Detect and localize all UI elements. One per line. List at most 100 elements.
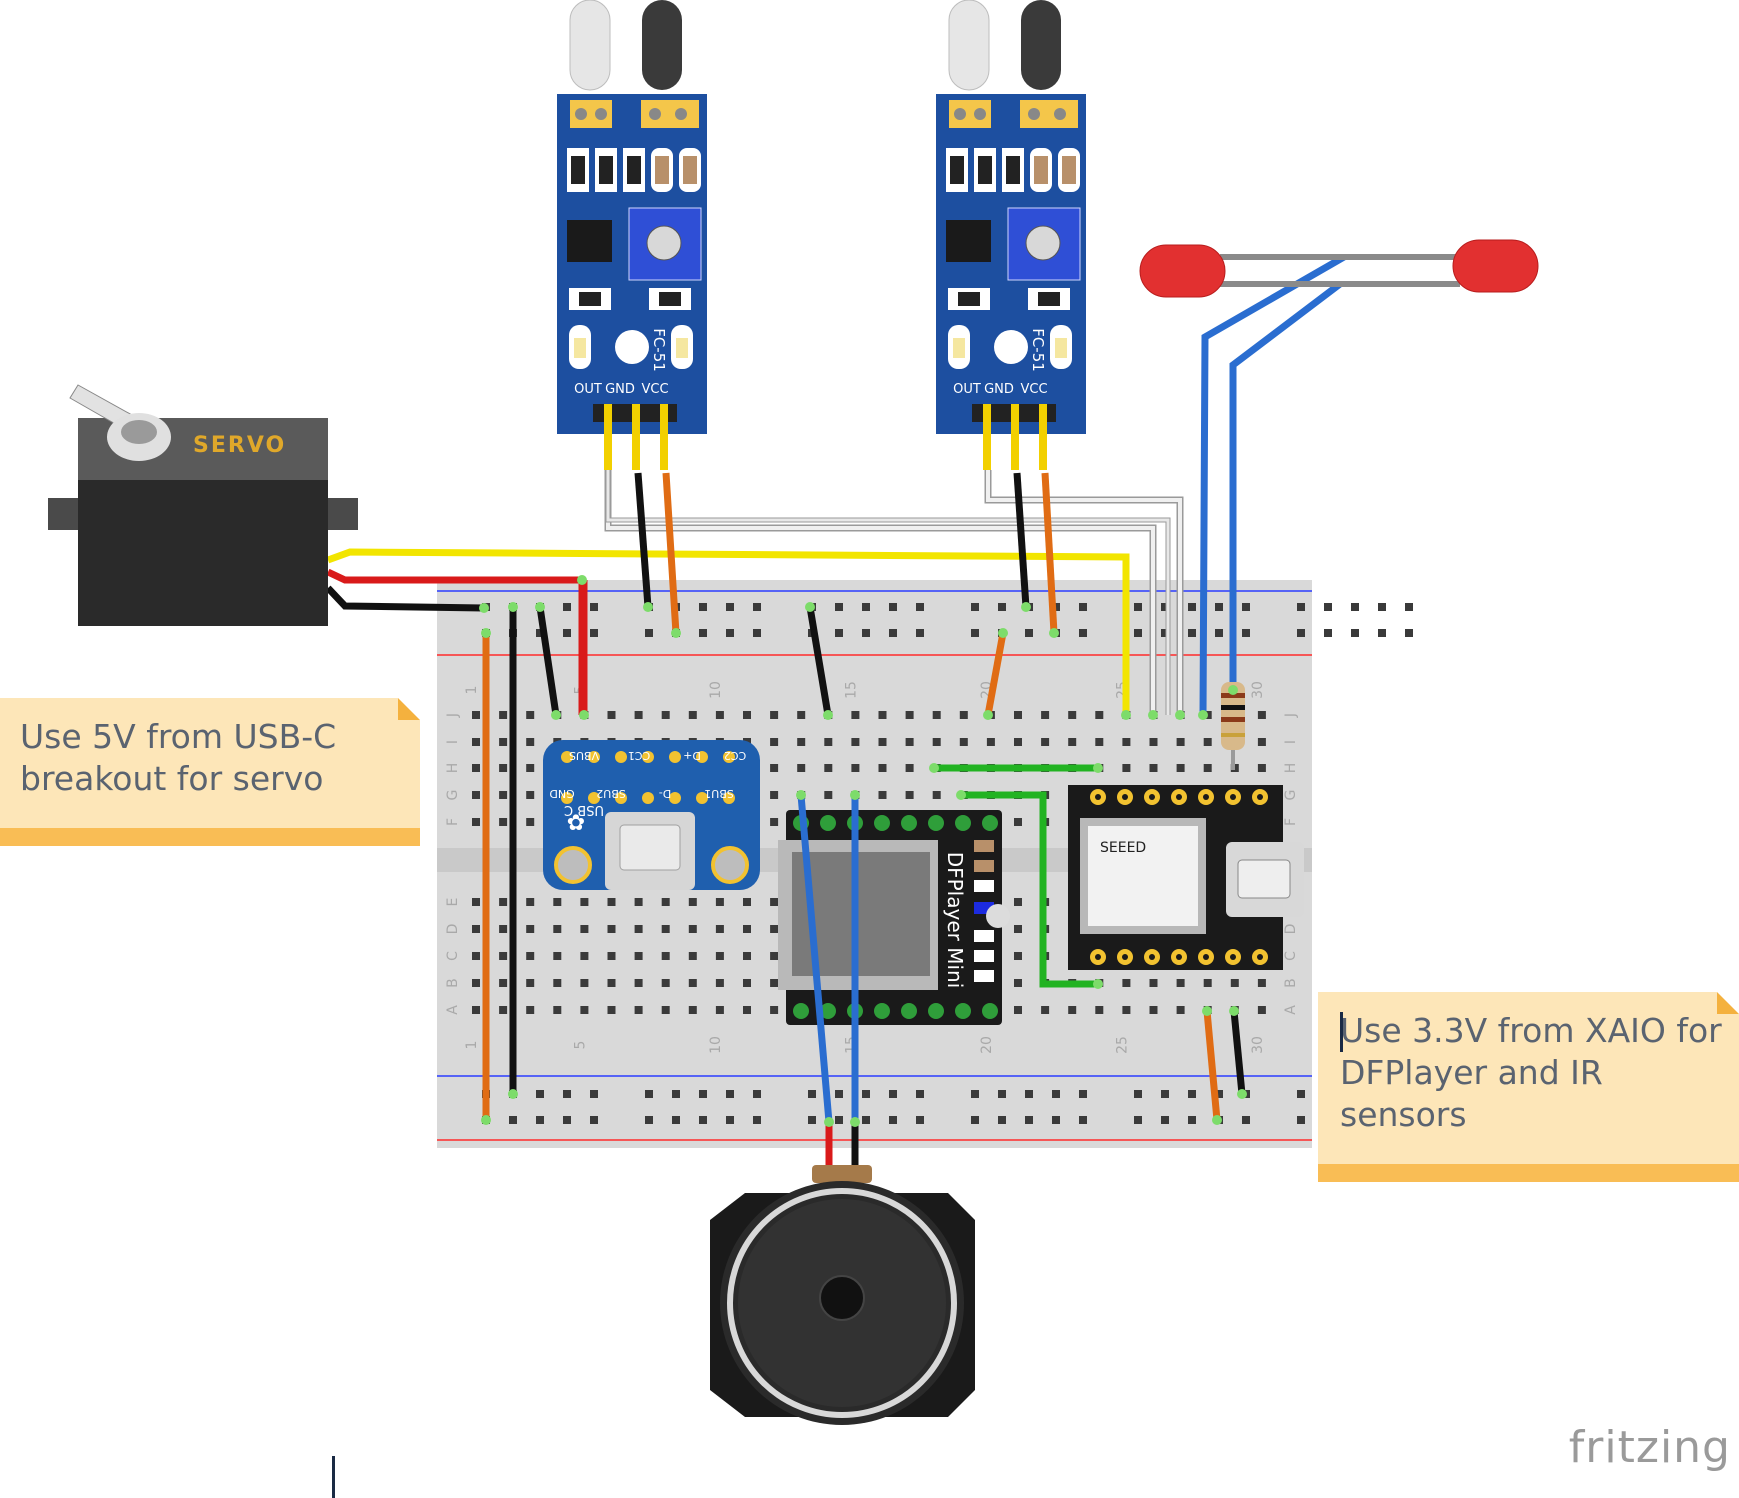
power-rail-hole[interactable]: [1134, 1090, 1142, 1098]
breadboard-hole[interactable]: [770, 711, 779, 719]
breadboard-hole[interactable]: [472, 738, 480, 746]
breadboard-hole[interactable]: [1122, 764, 1131, 772]
power-rail-hole[interactable]: [726, 1116, 734, 1124]
breadboard-hole[interactable]: [770, 818, 779, 826]
breadboard-hole[interactable]: [1068, 711, 1077, 719]
note-dfplayer-power[interactable]: Use 3.3V from XAIO for DFPlayer and IR s…: [1318, 992, 1739, 1182]
breadboard-hole[interactable]: [1149, 764, 1158, 772]
power-rail-hole[interactable]: [889, 629, 897, 637]
power-rail-hole[interactable]: [1134, 603, 1142, 611]
power-rail-hole[interactable]: [862, 603, 870, 611]
breadboard-hole[interactable]: [607, 711, 616, 719]
breadboard-hole[interactable]: [661, 979, 670, 987]
power-rail-hole[interactable]: [916, 1116, 924, 1124]
power-rail-hole[interactable]: [862, 629, 870, 637]
breadboard-hole[interactable]: [878, 711, 887, 719]
power-rail-hole[interactable]: [1188, 629, 1196, 637]
breadboard-hole[interactable]: [932, 738, 941, 746]
breadboard-hole[interactable]: [715, 952, 724, 960]
power-rail-hole[interactable]: [590, 603, 598, 611]
power-rail-hole[interactable]: [753, 603, 761, 611]
breadboard-hole[interactable]: [905, 764, 914, 772]
breadboard-hole[interactable]: [526, 738, 535, 746]
breadboard-hole[interactable]: [878, 791, 887, 799]
power-rail-hole[interactable]: [1378, 629, 1386, 637]
power-rail-hole[interactable]: [1025, 1116, 1033, 1124]
breadboard-hole[interactable]: [1014, 1006, 1022, 1014]
breadboard-hole[interactable]: [1257, 764, 1266, 772]
breadboard-hole[interactable]: [1149, 979, 1158, 987]
power-rail-hole[interactable]: [916, 603, 924, 611]
power-rail-hole[interactable]: [645, 1090, 653, 1098]
power-rail-hole[interactable]: [753, 1116, 761, 1124]
power-rail-hole[interactable]: [699, 1090, 707, 1098]
power-rail-hole[interactable]: [835, 603, 843, 611]
breadboard-hole[interactable]: [1041, 1006, 1050, 1014]
breadboard-hole[interactable]: [878, 738, 887, 746]
power-rail-hole[interactable]: [1324, 603, 1332, 611]
power-rail-hole[interactable]: [699, 629, 707, 637]
breadboard-hole[interactable]: [986, 738, 995, 746]
power-rail-hole[interactable]: [1324, 629, 1332, 637]
power-rail-hole[interactable]: [1351, 603, 1359, 611]
power-rail-hole[interactable]: [916, 629, 924, 637]
breadboard-hole[interactable]: [688, 979, 697, 987]
breadboard-hole[interactable]: [743, 979, 751, 987]
power-rail-hole[interactable]: [509, 1116, 517, 1124]
breadboard-hole[interactable]: [1014, 979, 1022, 987]
breadboard-hole[interactable]: [526, 818, 535, 826]
breadboard-hole[interactable]: [797, 764, 806, 772]
power-rail-hole[interactable]: [536, 629, 544, 637]
breadboard-hole[interactable]: [1095, 738, 1104, 746]
power-rail-hole[interactable]: [1242, 629, 1250, 637]
power-rail-hole[interactable]: [1161, 603, 1169, 611]
breadboard-hole[interactable]: [472, 1006, 480, 1014]
power-rail-hole[interactable]: [1079, 1116, 1087, 1124]
power-rail-hole[interactable]: [726, 1090, 734, 1098]
breadboard-hole[interactable]: [526, 898, 535, 906]
breadboard-hole[interactable]: [553, 898, 562, 906]
breadboard-hole[interactable]: [959, 738, 968, 746]
breadboard-hole[interactable]: [580, 898, 589, 906]
breadboard-hole[interactable]: [688, 711, 697, 719]
breadboard-hole[interactable]: [499, 952, 508, 960]
breadboard-hole[interactable]: [553, 1006, 562, 1014]
breadboard-hole[interactable]: [1014, 738, 1022, 746]
breadboard-hole[interactable]: [743, 898, 751, 906]
power-rail-hole[interactable]: [971, 1090, 979, 1098]
power-rail-hole[interactable]: [1079, 1090, 1087, 1098]
power-rail-hole[interactable]: [1405, 629, 1413, 637]
breadboard-hole[interactable]: [1149, 1006, 1158, 1014]
breadboard-hole[interactable]: [715, 898, 724, 906]
breadboard-hole[interactable]: [770, 952, 779, 960]
power-rail-hole[interactable]: [1188, 603, 1196, 611]
power-rail-hole[interactable]: [1405, 603, 1413, 611]
breadboard-hole[interactable]: [634, 925, 643, 933]
power-rail-hole[interactable]: [1297, 1116, 1305, 1124]
breadboard-hole[interactable]: [661, 711, 670, 719]
breadboard-hole[interactable]: [607, 898, 616, 906]
power-rail-hole[interactable]: [563, 1116, 571, 1124]
power-rail-hole[interactable]: [536, 1116, 544, 1124]
breadboard-hole[interactable]: [770, 898, 779, 906]
breadboard-hole[interactable]: [1203, 764, 1212, 772]
breadboard-hole[interactable]: [770, 764, 779, 772]
breadboard-hole[interactable]: [1176, 979, 1185, 987]
breadboard-hole[interactable]: [661, 1006, 670, 1014]
power-rail-hole[interactable]: [889, 603, 897, 611]
power-rail-hole[interactable]: [1297, 603, 1305, 611]
breadboard-hole[interactable]: [824, 738, 833, 746]
power-rail-hole[interactable]: [862, 1116, 870, 1124]
breadboard-hole[interactable]: [770, 791, 779, 799]
breadboard-hole[interactable]: [553, 925, 562, 933]
breadboard-hole[interactable]: [1176, 1006, 1185, 1014]
breadboard-hole[interactable]: [905, 711, 914, 719]
breadboard-hole[interactable]: [634, 1006, 643, 1014]
power-rail-hole[interactable]: [536, 1090, 544, 1098]
breadboard-hole[interactable]: [770, 1006, 779, 1014]
breadboard-hole[interactable]: [959, 711, 968, 719]
breadboard-hole[interactable]: [715, 925, 724, 933]
breadboard-hole[interactable]: [526, 1006, 535, 1014]
power-rail-hole[interactable]: [726, 629, 734, 637]
breadboard-hole[interactable]: [1257, 1006, 1266, 1014]
